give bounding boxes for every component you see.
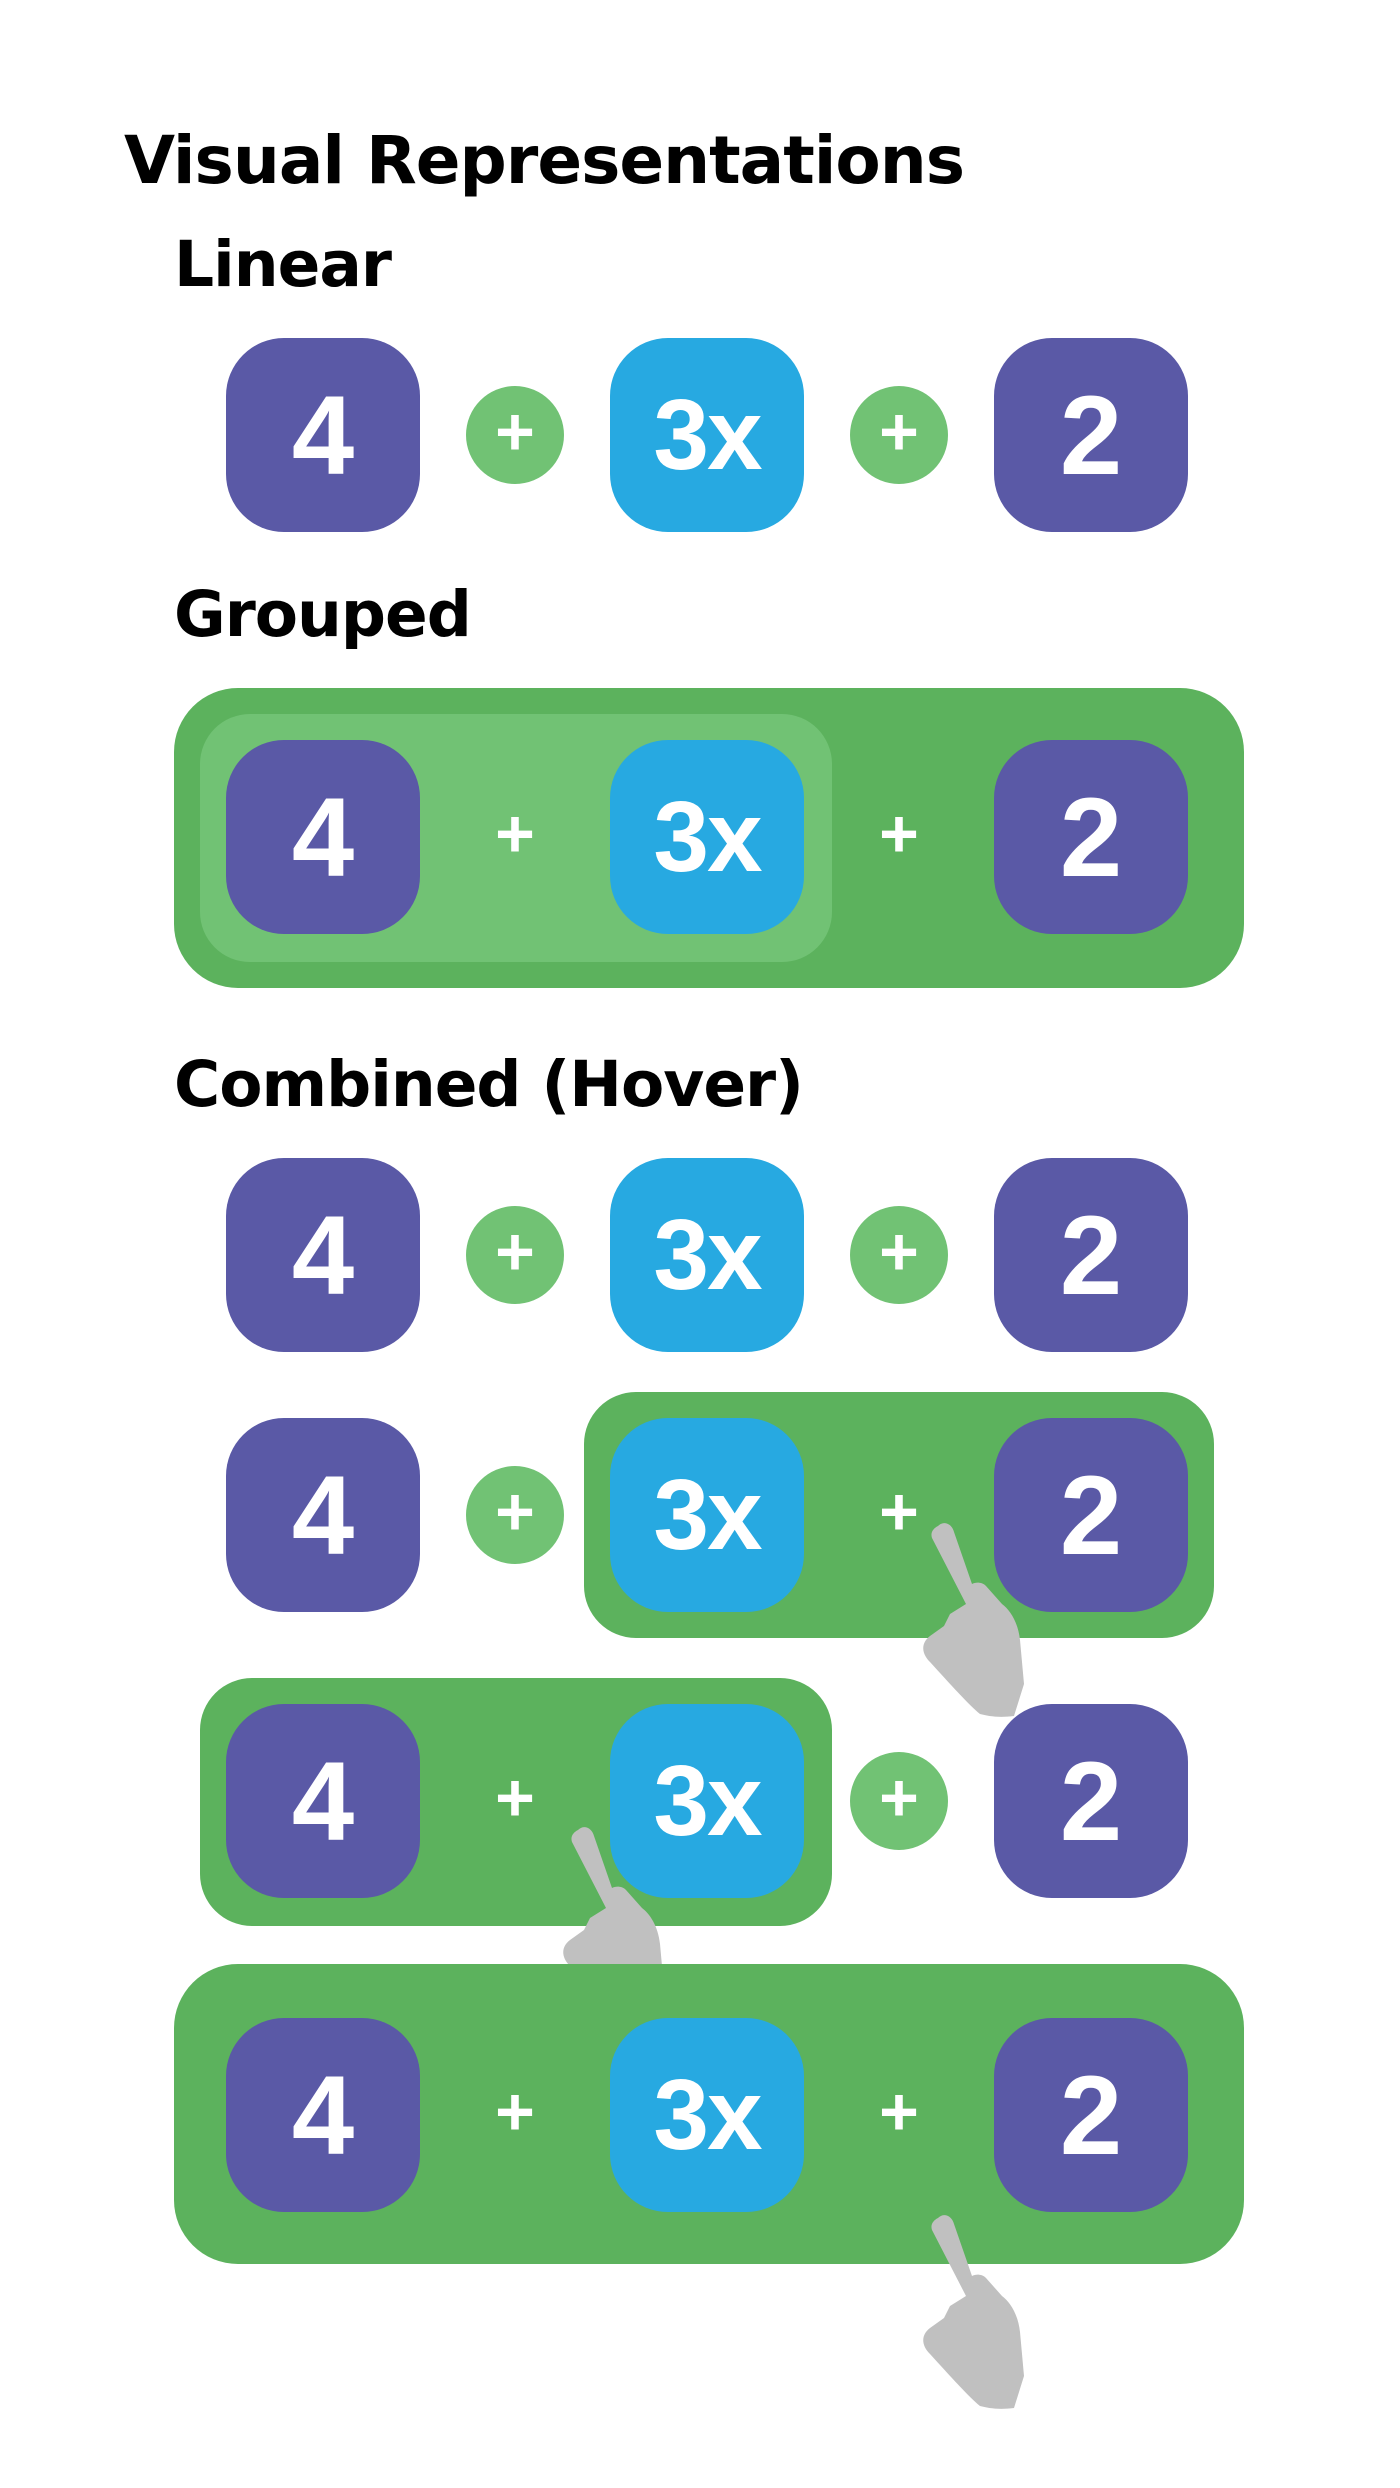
plus-sign: + [879, 796, 919, 872]
plus-sign: + [879, 1760, 919, 1836]
term-3x[interactable]: 3x [610, 740, 804, 934]
section-title-linear: Linear [174, 228, 392, 301]
pointing-hand-icon [923, 2215, 1024, 2409]
term-2[interactable]: 2 [994, 1158, 1188, 1352]
plus-operator: + [850, 1466, 948, 1564]
term-3x[interactable]: 3x [610, 1418, 804, 1612]
term-4[interactable]: 4 [226, 1418, 420, 1612]
term-3x[interactable]: 3x [610, 1704, 804, 1898]
plus-operator: + [850, 2066, 948, 2164]
term-4[interactable]: 4 [226, 740, 420, 934]
plus-sign: + [879, 394, 919, 470]
term-2[interactable]: 2 [994, 2018, 1188, 2212]
section-title-grouped: Grouped [174, 578, 472, 651]
plus-sign: + [495, 394, 535, 470]
pointing-hand-icon [923, 1523, 1024, 1717]
plus-sign: + [495, 1760, 535, 1836]
term-4[interactable]: 4 [226, 1158, 420, 1352]
plus-operator: + [466, 2066, 564, 2164]
plus-sign: + [879, 2074, 919, 2150]
plus-sign: + [495, 2074, 535, 2150]
term-4[interactable]: 4 [226, 2018, 420, 2212]
plus-operator: + [466, 788, 564, 886]
plus-sign: + [495, 796, 535, 872]
term-2[interactable]: 2 [994, 1418, 1188, 1612]
plus-operator-button[interactable]: + [466, 1206, 564, 1304]
plus-operator: + [466, 1752, 564, 1850]
term-4[interactable]: 4 [226, 1704, 420, 1898]
plus-operator: + [850, 788, 948, 886]
page-title: Visual Representations [124, 122, 965, 199]
term-3x[interactable]: 3x [610, 2018, 804, 2212]
plus-operator-button[interactable]: + [850, 386, 948, 484]
plus-sign: + [879, 1474, 919, 1550]
plus-sign: + [879, 1214, 919, 1290]
plus-operator-button[interactable]: + [850, 1206, 948, 1304]
plus-operator-button[interactable]: + [466, 1466, 564, 1564]
term-2[interactable]: 2 [994, 1704, 1188, 1898]
plus-operator-button[interactable]: + [850, 1752, 948, 1850]
term-3x[interactable]: 3x [610, 1158, 804, 1352]
section-title-combined: Combined (Hover) [174, 1048, 804, 1121]
term-2[interactable]: 2 [994, 338, 1188, 532]
plus-sign: + [495, 1214, 535, 1290]
term-2[interactable]: 2 [994, 740, 1188, 934]
term-4[interactable]: 4 [226, 338, 420, 532]
term-3x[interactable]: 3x [610, 338, 804, 532]
plus-operator-button[interactable]: + [466, 386, 564, 484]
plus-sign: + [495, 1474, 535, 1550]
